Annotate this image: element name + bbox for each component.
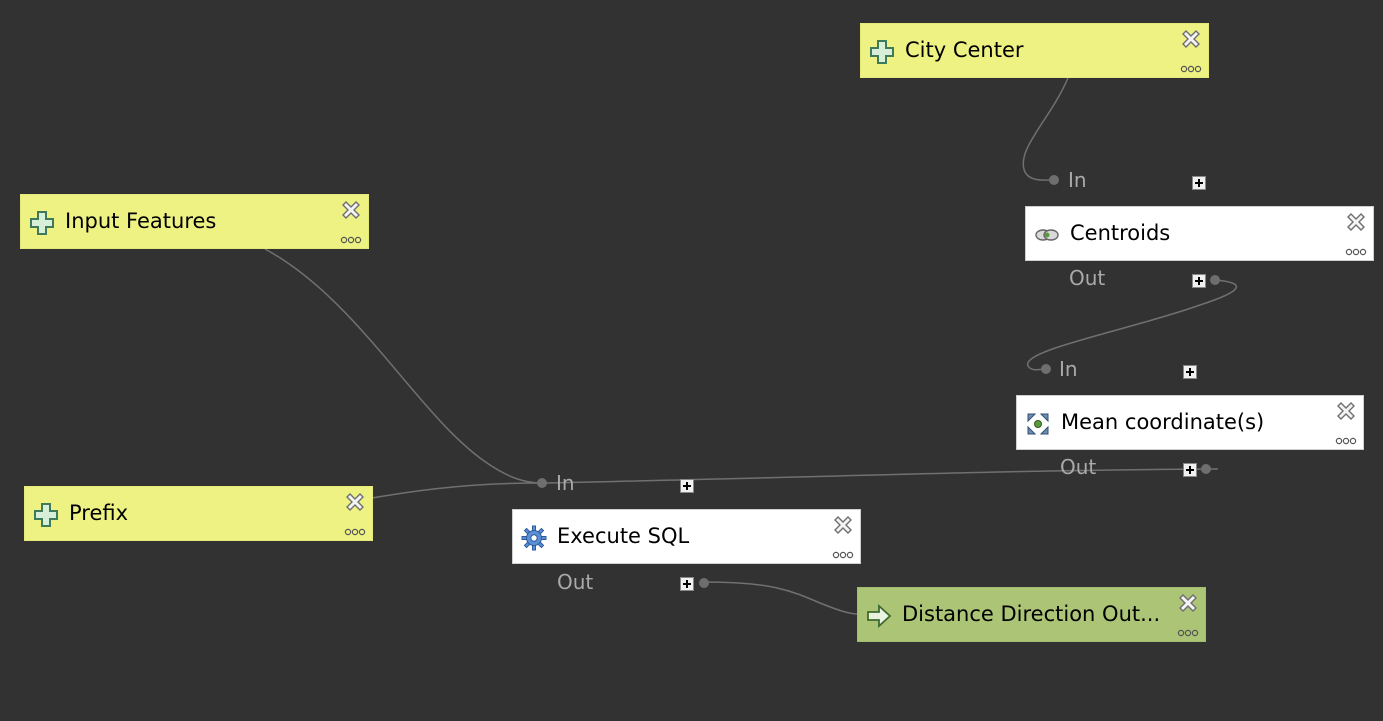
expand-inputs-button[interactable]	[1183, 365, 1197, 379]
more-options-icon[interactable]	[1335, 436, 1357, 446]
output-port-label: Out	[1069, 266, 1106, 290]
connector-city-center-to-centroids	[1022, 77, 1069, 181]
more-options-icon[interactable]	[344, 527, 366, 537]
node-mean-coordinates[interactable]: Mean coordinate(s)	[1016, 395, 1364, 450]
mean-coordinates-icon	[1027, 413, 1049, 435]
node-label: Centroids	[1070, 221, 1171, 245]
output-port-label: Out	[557, 570, 594, 594]
node-input-features[interactable]: Input Features	[20, 194, 369, 249]
connector-prefix-to-execute-sql	[371, 482, 543, 499]
gear-icon	[521, 525, 547, 551]
output-port-dot[interactable]	[1201, 464, 1211, 474]
remove-node-icon[interactable]	[1335, 400, 1357, 422]
expand-outputs-button[interactable]	[1192, 274, 1206, 288]
node-distance-direction-output[interactable]: Distance Direction Out...	[857, 587, 1206, 642]
node-label: Prefix	[69, 501, 129, 525]
more-options-icon[interactable]	[340, 235, 362, 245]
more-options-icon[interactable]	[1177, 628, 1199, 638]
input-port-dot[interactable]	[1041, 364, 1051, 374]
connector-input-features-to-execute-sql	[264, 248, 543, 484]
remove-node-icon[interactable]	[340, 199, 362, 221]
input-port-label: In	[1059, 357, 1078, 381]
node-city-center[interactable]: City Center	[860, 23, 1209, 78]
connector-execute-sql-to-distance-output	[703, 581, 859, 615]
node-label: Execute SQL	[557, 524, 690, 548]
output-port-dot[interactable]	[699, 578, 709, 588]
input-port-dot[interactable]	[537, 478, 547, 488]
more-options-icon[interactable]	[1345, 247, 1367, 257]
input-port-label: In	[1068, 168, 1087, 192]
node-label: Distance Direction Out...	[902, 602, 1161, 626]
node-label: City Center	[905, 38, 1024, 62]
output-port-label: Out	[1060, 455, 1097, 479]
more-options-icon[interactable]	[832, 550, 854, 560]
node-centroids[interactable]: Centroids	[1025, 206, 1374, 261]
node-label: Input Features	[65, 209, 217, 233]
plus-icon	[30, 211, 54, 235]
more-options-icon[interactable]	[1180, 64, 1202, 74]
expand-inputs-button[interactable]	[680, 479, 694, 493]
input-port-dot[interactable]	[1049, 175, 1059, 185]
remove-node-icon[interactable]	[1180, 28, 1202, 50]
remove-node-icon[interactable]	[1345, 211, 1367, 233]
centroids-icon	[1035, 229, 1059, 241]
node-prefix[interactable]: Prefix	[24, 486, 373, 541]
node-execute-sql[interactable]: Execute SQL	[512, 509, 861, 564]
plus-icon	[34, 503, 58, 527]
connector-mean-coordinates-to-execute-sql	[541, 468, 1219, 484]
node-label: Mean coordinate(s)	[1061, 410, 1265, 434]
remove-node-icon[interactable]	[1177, 592, 1199, 614]
output-port-dot[interactable]	[1210, 275, 1220, 285]
expand-inputs-button[interactable]	[1192, 176, 1206, 190]
plus-icon	[870, 40, 894, 64]
remove-node-icon[interactable]	[832, 514, 854, 536]
arrow-right-icon	[867, 603, 892, 629]
expand-outputs-button[interactable]	[1183, 463, 1197, 477]
remove-node-icon[interactable]	[344, 491, 366, 513]
expand-outputs-button[interactable]	[680, 577, 694, 591]
input-port-label: In	[556, 471, 575, 495]
